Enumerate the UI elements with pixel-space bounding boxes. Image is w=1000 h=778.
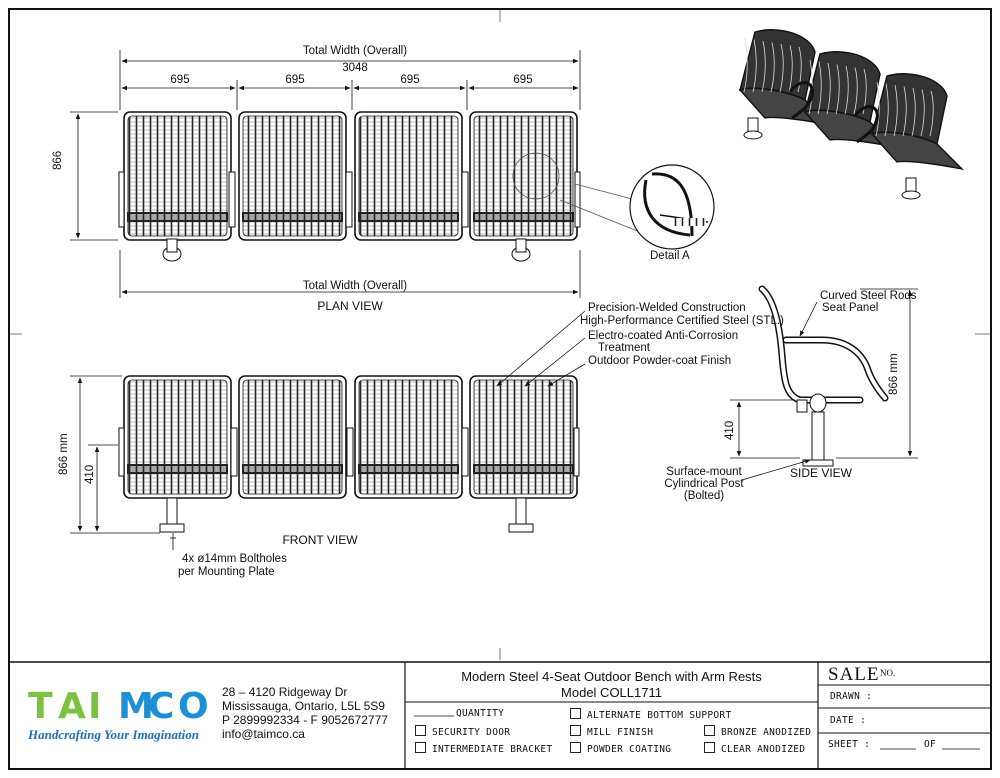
detail-a-drawing [629,164,715,250]
title-block [9,661,991,769]
feature-electro: Electro-coated Anti-Corrosion [588,330,739,342]
option-label: POWDER COATING [587,744,672,755]
checkbox[interactable] [570,708,581,719]
front-seat-4 [469,375,578,499]
total-width-value: 3048 [342,62,368,74]
side-dimensions [730,288,918,481]
side-view-label: SIDE VIEW [790,466,853,480]
logo-letter: T [28,686,53,724]
curved-rods-note: Curved Steel Rods [820,290,917,302]
option-label: CLEAR ANODIZED [721,744,806,755]
detail-a-label: Detail A [650,250,690,262]
front-height-value: 866 mm [58,433,70,475]
plan-seat-3 [354,111,463,241]
option-intermediate-bracket[interactable]: INTERMEDIATE BRACKET [415,742,552,755]
plan-seat-1 [123,111,232,241]
checkbox[interactable] [704,742,715,753]
option-label: ALTERNATE BOTTOM SUPPORT [587,710,732,721]
boltholes-note-1: 4x ø14mm Boltholes [182,553,287,565]
front-dimensions [70,310,586,550]
plan-view-label: PLAN VIEW [317,299,383,313]
logo-letter: M [118,686,154,724]
plan-depth-value: 866 [52,150,64,170]
checkbox[interactable] [704,725,715,736]
option-alternate-bottom-support[interactable]: ALTERNATE BOTTOM SUPPORT [570,708,731,721]
option-label: SECURITY DOOR [432,727,511,738]
side-height-value: 866 mm [888,353,900,395]
option-label: BRONZE ANODIZED [721,727,812,738]
front-seat-3 [354,375,463,499]
plan-seat-2 [238,111,347,241]
front-seat-1 [123,375,232,499]
drawn-label: DRAWN : [830,691,873,702]
boltholes-note-2: per Mounting Plate [178,566,275,578]
total-width-label-top: Total Width (Overall) [302,45,408,57]
sale-label: SALE [828,664,880,685]
plan-view-drawing [118,111,641,262]
sale-no-label: NO. [880,668,896,678]
logo-letter: C [148,686,174,724]
option-powder-coating[interactable]: POWDER COATING [570,742,671,755]
option-label: INTERMEDIATE BRACKET [432,744,553,755]
option-mill-finish[interactable]: MILL FINISH [570,725,653,738]
checkbox[interactable] [415,725,426,736]
feature-welded: Precision-Welded Construction [588,302,746,314]
seat-width-3: 695 [400,74,420,86]
company-email: info@taimco.ca [222,727,305,741]
logo-letter: I [88,686,101,724]
iso-seat-3 [870,73,965,171]
sheet-of-label: OF [924,739,937,750]
company-address-2: Mississauga, Ontario, L5L 5S9 [222,699,385,713]
company-tagline: Handcrafting Your Imagination [28,727,199,742]
option-security-door[interactable]: SECURITY DOOR [415,725,510,738]
front-view-label: FRONT VIEW [282,533,358,547]
front-seat-2 [238,375,347,499]
feature-steel: High-Performance Certified Steel (STL.) [580,315,784,327]
company-phone: P 2899992334 - F 9052672777 [222,713,388,727]
isometric-drawing [738,29,965,200]
seat-panel-note: Seat Panel [822,302,879,314]
feature-treatment: Treatment [598,342,650,354]
plan-seat-4 [469,111,578,241]
checkbox[interactable] [570,725,581,736]
logo-letter: O [178,686,208,724]
plan-dimensions [70,50,581,298]
product-title: Modern Steel 4-Seat Outdoor Bench with A… [461,669,762,684]
product-model: Model COLL1711 [561,685,662,700]
front-view-drawing [118,375,580,533]
seat-width-4: 695 [513,74,533,86]
checkbox[interactable] [415,742,426,753]
post-note-3: (Bolted) [683,490,725,502]
total-width-label-bottom: Total Width (Overall) [302,280,408,292]
seat-width-1: 695 [170,74,190,86]
side-view-drawing [758,285,889,467]
quantity-label: QUANTITY [456,708,505,719]
side-seat-height: 410 [724,420,736,440]
checkbox[interactable] [570,742,581,753]
date-label: DATE : [830,715,867,726]
seat-width-2: 695 [285,74,305,86]
front-seat-height: 410 [84,464,96,484]
post-note-2: Cylindrical Post [664,478,744,490]
company-address-1: 28 – 4120 Ridgeway Dr [222,685,348,699]
sheet-border [8,8,992,770]
option-bronze-anodized[interactable]: BRONZE ANODIZED [704,725,811,738]
post-note-1: Surface-mount [666,466,742,478]
logo-letter: A [58,686,86,724]
option-clear-anodized[interactable]: CLEAR ANODIZED [704,742,805,755]
sheet-label: SHEET : [828,739,871,750]
option-label: MILL FINISH [587,727,654,738]
feature-powder: Outdoor Powder-coat Finish [588,355,732,367]
